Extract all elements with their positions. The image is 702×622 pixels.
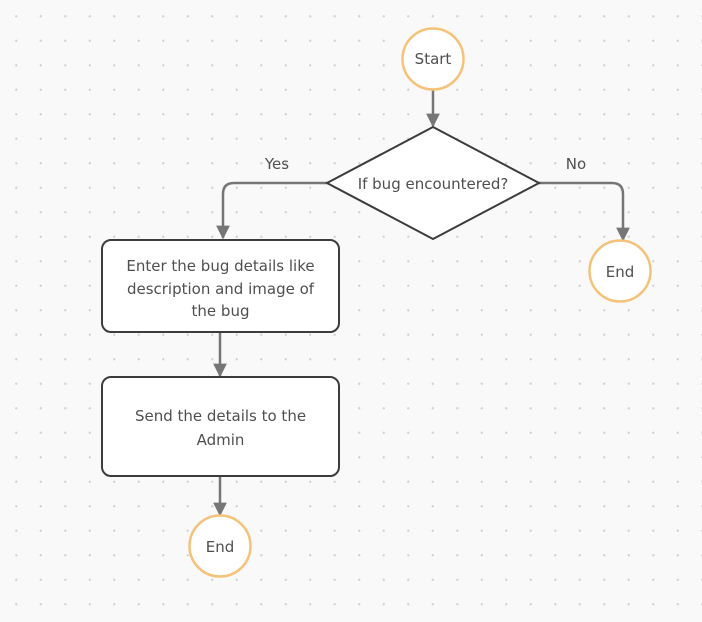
- send-details-line-1: Send the details to the: [135, 407, 306, 425]
- end-no-label: End: [606, 263, 635, 281]
- enter-details-node[interactable]: Enter the bug details like description a…: [101, 239, 340, 333]
- yes-branch-label: Yes: [264, 155, 289, 173]
- enter-details-line-3: the bug: [192, 302, 250, 320]
- enter-details-line-1: Enter the bug details like: [126, 257, 314, 275]
- no-branch-label: No: [566, 155, 586, 173]
- decision-label: If bug encountered?: [358, 175, 509, 193]
- end-node-no[interactable]: End: [588, 239, 652, 303]
- enter-details-line-2: description and image of: [127, 280, 315, 298]
- start-node[interactable]: Start: [401, 27, 465, 91]
- end-yes-label: End: [206, 538, 235, 556]
- send-details-line-2: Admin: [197, 431, 245, 449]
- start-label: Start: [415, 50, 452, 68]
- decision-node[interactable]: If bug encountered?: [324, 125, 542, 241]
- connector-decision-no: [538, 181, 630, 242]
- send-details-node[interactable]: Send the details to the Admin: [101, 376, 340, 477]
- connector-decision-yes: [216, 181, 328, 240]
- end-node-yes[interactable]: End: [188, 514, 252, 578]
